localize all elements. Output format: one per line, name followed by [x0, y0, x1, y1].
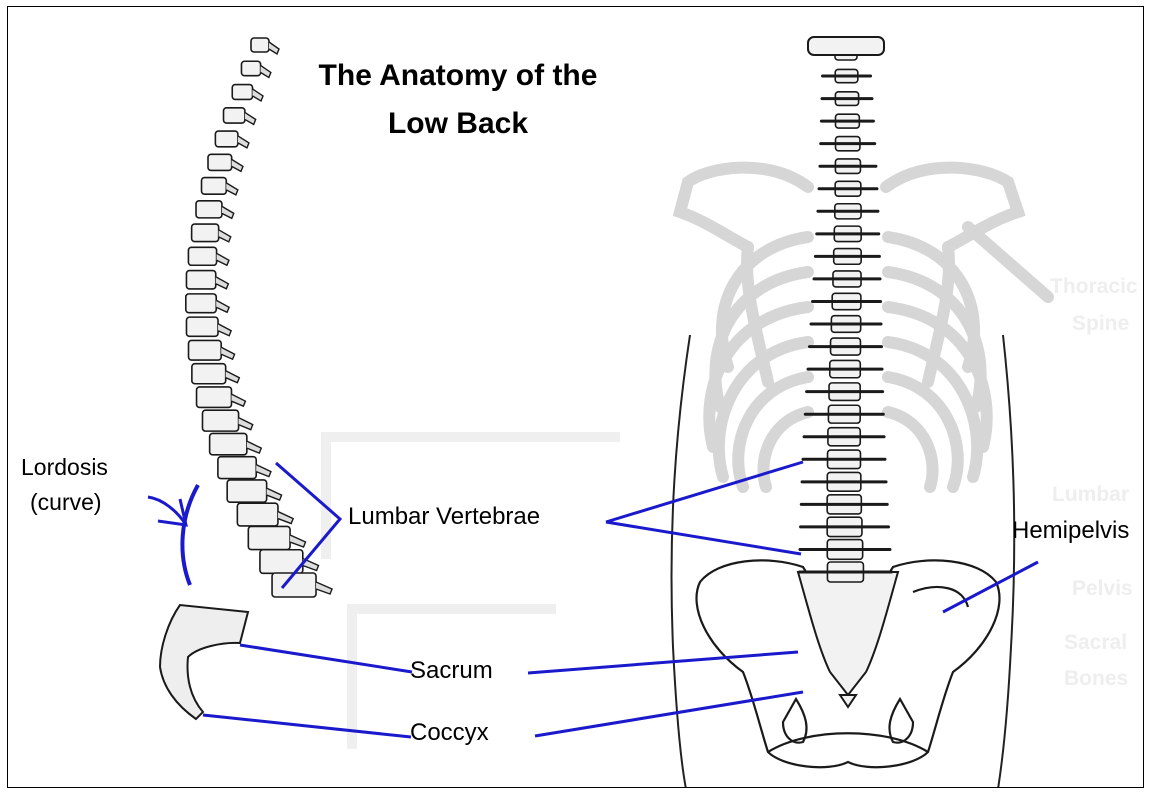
side-vertebra: [224, 108, 245, 123]
side-spinous-process: [316, 582, 332, 594]
side-spinous-process: [226, 371, 240, 383]
label-coccyx: Coccyx: [410, 719, 489, 747]
label-sacrum: Sacrum: [410, 657, 493, 685]
lordosis-arrow-icon: [148, 497, 186, 525]
faded-label-spine: Spine: [1072, 312, 1129, 336]
side-spinous-process: [247, 441, 261, 453]
faded-label-lumbar: Lumbar: [1052, 483, 1129, 507]
faded-label-thoracic: Thoracic: [1050, 275, 1138, 299]
side-vertebra: [188, 247, 216, 265]
diagram-title-line-2: Low Back: [248, 107, 668, 141]
side-spinous-process: [239, 418, 253, 430]
faded-ribcage-icon: [680, 168, 1048, 487]
side-vertebra: [197, 387, 232, 408]
lumbar-leader-line-upper: [606, 462, 803, 522]
side-vertebra: [215, 131, 238, 147]
side-spinous-process: [231, 394, 245, 406]
label-hemipelvis: Hemipelvis: [1012, 517, 1129, 545]
lordosis-curve-bracket: [182, 485, 198, 585]
side-spinous-process: [219, 230, 231, 242]
side-vertebra: [208, 154, 232, 170]
side-spinous-process: [216, 277, 229, 289]
side-spinous-process: [232, 159, 243, 171]
side-spinous-process: [217, 253, 229, 265]
side-spinous-process: [269, 42, 279, 54]
figure-frame: The Anatomy of the Low Back Thoracic Spi…: [7, 6, 1144, 788]
side-vertebra: [210, 433, 247, 454]
faded-label-sacral: Sacral: [1064, 631, 1127, 655]
faded-background-boxes: [326, 437, 620, 749]
side-vertebra: [272, 573, 316, 597]
side-vertebra: [192, 364, 226, 384]
coccyx-side-icon: [160, 605, 248, 719]
atlas-vertebra: [808, 37, 884, 55]
side-vertebra: [186, 317, 218, 336]
side-vertebra: [202, 178, 227, 195]
side-spinous-process: [218, 324, 231, 336]
side-vertebra: [196, 201, 222, 218]
diagram-title-line-1: The Anatomy of the: [248, 59, 668, 93]
side-vertebra: [188, 340, 221, 360]
label-lordosis: Lordosis: [21, 454, 108, 481]
faded-label-pelvis: Pelvis: [1072, 577, 1133, 601]
side-vertebra: [248, 526, 290, 549]
side-spinous-process: [226, 183, 238, 195]
label-lumbar-vertebrae: Lumbar Vertebrae: [348, 503, 540, 531]
coccyx-leader-line-left: [203, 715, 411, 737]
side-vertebra: [186, 294, 216, 313]
side-spinous-process: [290, 535, 305, 547]
faded-label-bones: Bones: [1064, 667, 1128, 691]
lumbar-leader-line-lower: [606, 522, 801, 554]
side-vertebra: [186, 271, 215, 289]
side-spinous-process: [222, 206, 234, 218]
side-spinous-process: [256, 465, 271, 477]
side-spinous-process: [267, 488, 282, 500]
label-lordosis-curve: (curve): [30, 489, 102, 516]
sacrum-leader-line-left: [240, 645, 412, 672]
side-spinous-process: [221, 347, 234, 359]
side-spinous-process: [216, 300, 229, 312]
side-vertebra: [202, 410, 238, 431]
side-vertebra: [218, 457, 256, 479]
side-spinous-process: [278, 512, 293, 524]
side-vertebra: [192, 224, 219, 241]
side-vertebra: [251, 38, 269, 52]
side-vertebra: [237, 503, 278, 526]
side-vertebra: [227, 480, 266, 502]
